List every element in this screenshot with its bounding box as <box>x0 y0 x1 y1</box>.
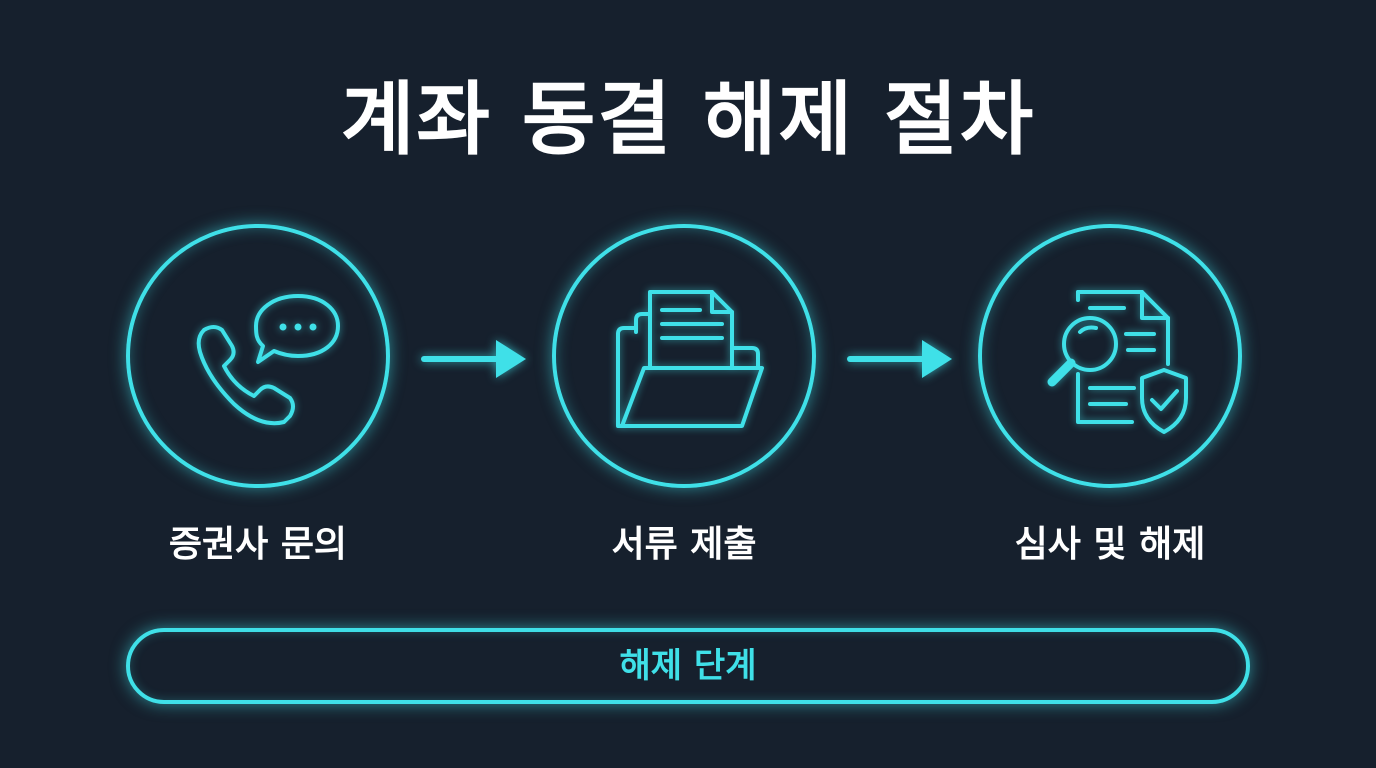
document-magnifier-shield-icon <box>1047 290 1188 434</box>
folder-document-icon <box>616 290 764 428</box>
arrow-right-icon <box>421 340 526 378</box>
step-3-label: 심사 및 해제 <box>1014 524 1206 565</box>
stage-bar: 해제 단계 <box>126 628 1250 704</box>
arrow-right-icon <box>847 340 952 378</box>
step-2-label: 서류 제출 <box>611 524 757 565</box>
step-3-circle <box>978 224 1242 488</box>
stage-bar-label: 해제 단계 <box>619 646 757 686</box>
step-1-circle <box>126 224 390 488</box>
step-1-label: 증권사 문의 <box>168 524 348 565</box>
step-2-circle <box>552 224 816 488</box>
phone-chat-icon <box>196 294 340 426</box>
page-title: 계좌 동결 해제 절차 <box>340 73 1036 166</box>
